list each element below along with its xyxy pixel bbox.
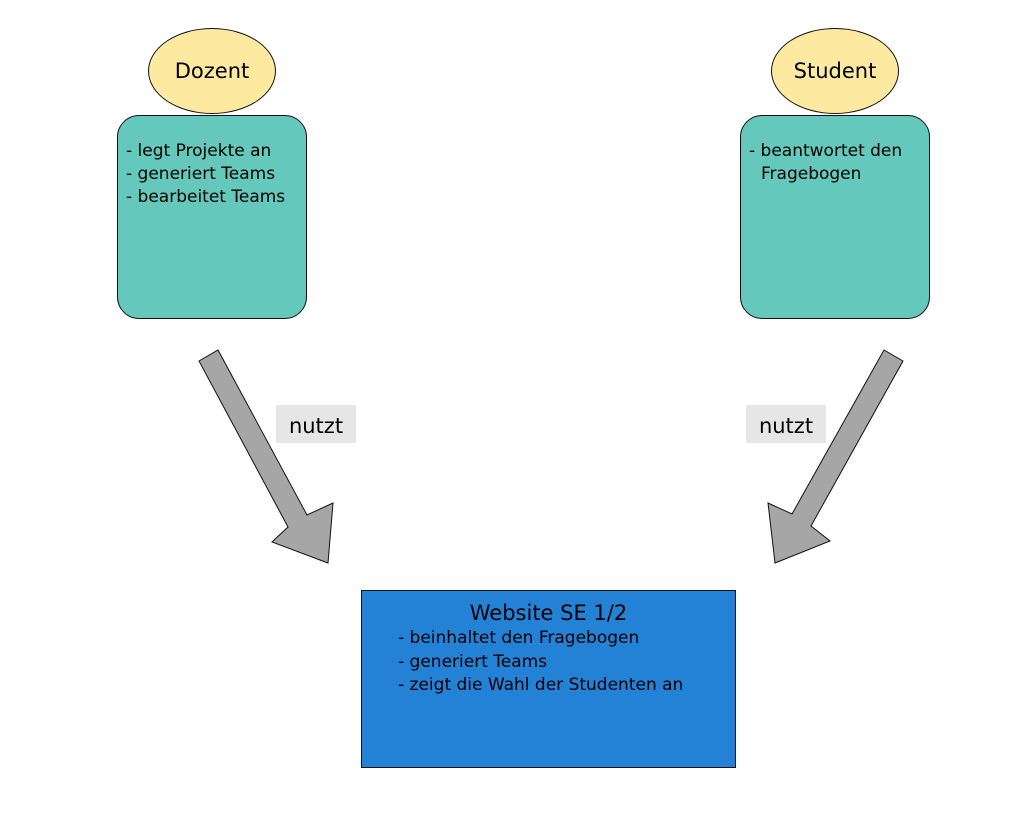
dozent-head: Dozent (148, 28, 276, 114)
list-item: beinhaltet den Fragebogen (398, 627, 735, 651)
dozent-responsibilities: legt Projekte an generiert Teams bearbei… (126, 140, 298, 209)
website-title: Website SE 1/2 (469, 601, 628, 625)
list-item: beantwortet den Fragebogen (749, 140, 921, 186)
dozent-body: legt Projekte an generiert Teams bearbei… (117, 115, 307, 319)
list-item: generiert Teams (126, 163, 298, 186)
student-head: Student (771, 28, 899, 114)
relation-label-student: nutzt (746, 405, 826, 443)
dozent-name: Dozent (174, 59, 250, 83)
student-body: beantwortet den Fragebogen (740, 115, 930, 319)
student-name: Student (793, 59, 877, 83)
website-features: beinhaltet den Fragebogen generiert Team… (398, 627, 735, 698)
relation-label-dozent: nutzt (276, 405, 356, 443)
list-item: bearbeitet Teams (126, 186, 298, 209)
arrow-dozent-to-website (198, 349, 334, 564)
website-box: Website SE 1/2 beinhaltet den Fragebogen… (361, 590, 736, 768)
arrow-student-to-website (767, 349, 904, 564)
list-item: generiert Teams (398, 651, 735, 675)
list-item: zeigt die Wahl der Studenten an (398, 674, 735, 698)
list-item: legt Projekte an (126, 140, 298, 163)
student-responsibilities: beantwortet den Fragebogen (749, 140, 921, 186)
